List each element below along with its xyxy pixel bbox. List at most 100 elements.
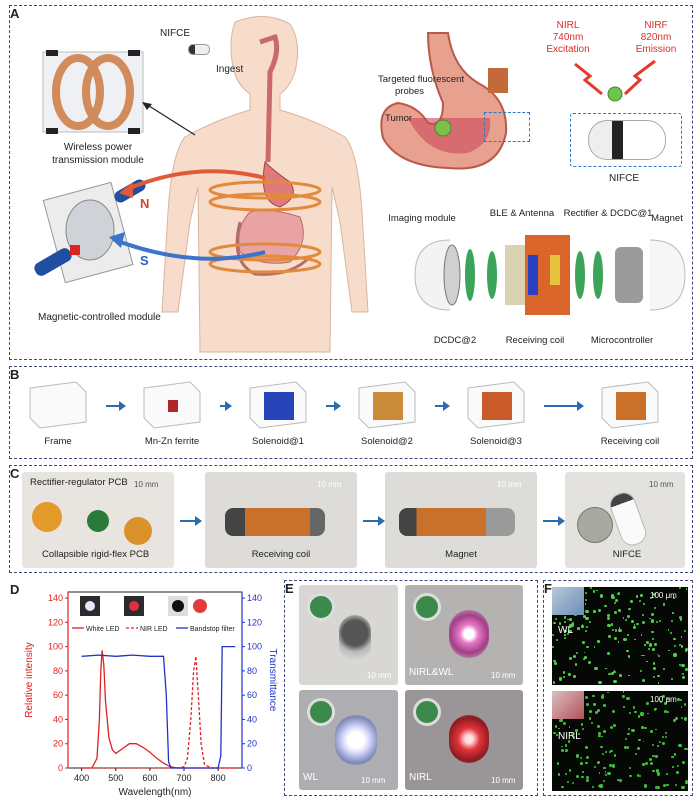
- cell-dot: [567, 740, 571, 744]
- cell-dot: [626, 732, 630, 736]
- x-tick-label: 800: [211, 773, 226, 783]
- cell-dot: [661, 741, 665, 746]
- cell-dot: [642, 740, 645, 743]
- cell-dot: [640, 594, 643, 597]
- panel-e: [284, 580, 538, 796]
- cell-dot: [585, 755, 589, 759]
- cell-dot: [607, 652, 611, 656]
- cell-dot: [644, 726, 648, 730]
- cell-dot: [593, 610, 596, 613]
- photo-label-receiving-coil: Receiving coil: [251, 549, 311, 560]
- cell-dot: [586, 703, 590, 707]
- nifce-top-label: NIFCE: [160, 28, 190, 39]
- tumor-label: Tumor: [385, 113, 413, 124]
- cell-dot: [602, 766, 605, 769]
- scale-bar-c4: 10 mm: [649, 480, 674, 489]
- capsule-in-stomach-box: [484, 112, 530, 142]
- x-tick-label: 600: [142, 773, 157, 783]
- cell-dot: [584, 591, 587, 595]
- cell-dot: [607, 616, 611, 621]
- cell-dot: [591, 722, 594, 725]
- cell-dot: [563, 620, 566, 623]
- cell-dot: [561, 745, 564, 748]
- cell-dot: [594, 710, 599, 715]
- cell-dot: [655, 785, 659, 789]
- cell-dot: [662, 784, 666, 788]
- y-axis-label: Relative intensity: [24, 642, 35, 718]
- assembly-arrow: [435, 401, 450, 411]
- panel-f-label: F: [544, 581, 552, 596]
- assembly-step-label: Frame: [44, 436, 72, 447]
- cell-dot: [668, 649, 670, 652]
- cell-dot: [618, 674, 622, 677]
- cell-dot: [611, 671, 615, 675]
- cell-dot: [649, 643, 653, 647]
- cell-dot: [583, 651, 586, 654]
- cell-dot: [610, 623, 614, 626]
- assembly-step-image: [238, 378, 318, 430]
- assembly-step-label: Mn-Zn ferrite: [144, 436, 200, 447]
- cell-dot: [655, 728, 657, 731]
- cell-dot: [630, 599, 634, 603]
- cell-dot: [652, 662, 656, 665]
- cell-dot: [627, 615, 631, 619]
- step-arrow-c3: [543, 516, 565, 526]
- cell-dot: [646, 640, 650, 644]
- wireless-label-line2: transmission module: [52, 155, 144, 166]
- cell-dot: [598, 731, 602, 735]
- cell-dot: [597, 761, 600, 765]
- cell-dot: [679, 587, 682, 590]
- cell-dot: [632, 625, 636, 629]
- cell-dot: [564, 629, 567, 633]
- scale-bar-e3: 10 mm: [361, 776, 386, 785]
- cell-dot: [685, 588, 688, 590]
- cell-dot: [662, 695, 665, 698]
- cell-dot: [628, 607, 631, 611]
- cell-dot: [607, 623, 611, 627]
- cell-dot: [657, 654, 660, 657]
- cell-dot: [557, 762, 560, 765]
- dcdc2-label: DCDC@2: [433, 335, 477, 346]
- cell-dot: [598, 784, 602, 788]
- cell-dot: [586, 778, 590, 782]
- cell-dot: [574, 663, 578, 667]
- nirl-line3: Excitation: [546, 44, 590, 55]
- cell-dot: [622, 617, 625, 619]
- cell-dot: [591, 694, 595, 698]
- x-tick-label: 400: [74, 773, 89, 783]
- cell-dot: [673, 753, 677, 756]
- white-led-glow: [85, 601, 95, 611]
- cell-dot: [675, 770, 679, 774]
- capsule-lens: [339, 615, 371, 660]
- assembly-step-image: [18, 378, 98, 430]
- y2-tick-label: 100: [247, 642, 262, 652]
- scale-bar-c2: 10 mm: [317, 480, 342, 489]
- cell-dot: [626, 746, 629, 749]
- cell-dot: [569, 618, 572, 621]
- cell-dot: [685, 668, 688, 672]
- cell-dot: [680, 699, 682, 701]
- pcb-ring: [413, 698, 441, 726]
- cell-dot: [684, 629, 687, 632]
- assembly-arrow: [544, 401, 584, 411]
- cell-dot: [562, 671, 566, 675]
- cell-dot: [663, 709, 667, 713]
- cell-dot: [645, 660, 648, 663]
- panel-a-label: A: [10, 6, 20, 21]
- cell-dot: [552, 633, 555, 637]
- cell-dot: [654, 707, 657, 711]
- cell-dot: [681, 663, 685, 668]
- cell-dot: [666, 783, 669, 787]
- flex-pcb-label: Collapsible rigid-flex PCB: [42, 549, 150, 560]
- magnet-label: Magnet: [651, 213, 683, 224]
- assembly-step-label: Solenoid@2: [361, 436, 413, 447]
- cell-dot: [633, 706, 636, 709]
- pointer-arrow: [142, 102, 196, 136]
- pcb-photo: 10 mm: [22, 472, 174, 568]
- cell-dot: [557, 773, 561, 776]
- glow-wl: [335, 715, 377, 765]
- cell-dot: [565, 749, 568, 753]
- assembly-arrow: [326, 401, 341, 411]
- cell-dot: [560, 717, 563, 721]
- cell-dot: [672, 719, 676, 723]
